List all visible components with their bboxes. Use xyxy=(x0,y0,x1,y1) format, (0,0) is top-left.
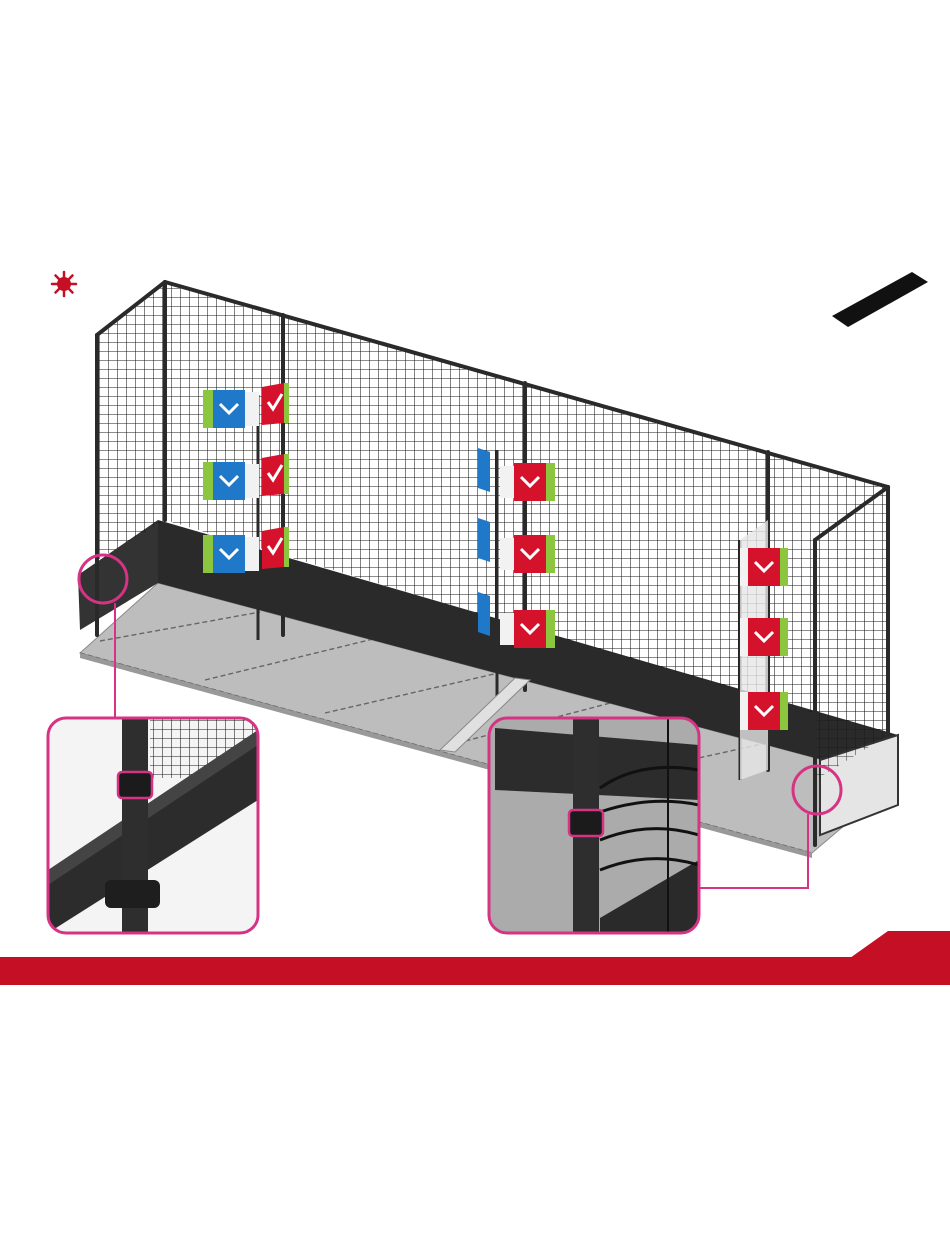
target-panel-red xyxy=(500,463,555,501)
left-blue-targets xyxy=(203,390,259,573)
target-panel-red xyxy=(500,535,555,573)
target-panel-blue-side xyxy=(478,518,490,562)
target-panel-blue xyxy=(203,462,259,500)
center-targets xyxy=(478,448,555,648)
red-asterisk-icon xyxy=(52,272,76,296)
target-panel-blue-side xyxy=(478,592,490,636)
black-strap-icon xyxy=(832,272,928,327)
target-panel-red xyxy=(500,610,555,648)
target-panel-red xyxy=(740,548,788,586)
target-panel-blue-side xyxy=(478,448,490,492)
footer-band xyxy=(0,957,950,985)
target-panel-blue xyxy=(203,390,259,428)
target-panel-red xyxy=(740,618,788,656)
target-panel-red xyxy=(262,383,289,425)
footer-tab xyxy=(850,931,950,958)
target-panel-blue xyxy=(203,535,259,573)
left-red-targets xyxy=(262,383,289,569)
left-side-net xyxy=(97,282,165,560)
target-panel-red xyxy=(262,454,289,496)
target-panel-red xyxy=(740,692,788,730)
callout-detail-left xyxy=(48,718,258,933)
target-panel-red xyxy=(262,527,289,569)
callout-detail-right xyxy=(489,718,699,933)
